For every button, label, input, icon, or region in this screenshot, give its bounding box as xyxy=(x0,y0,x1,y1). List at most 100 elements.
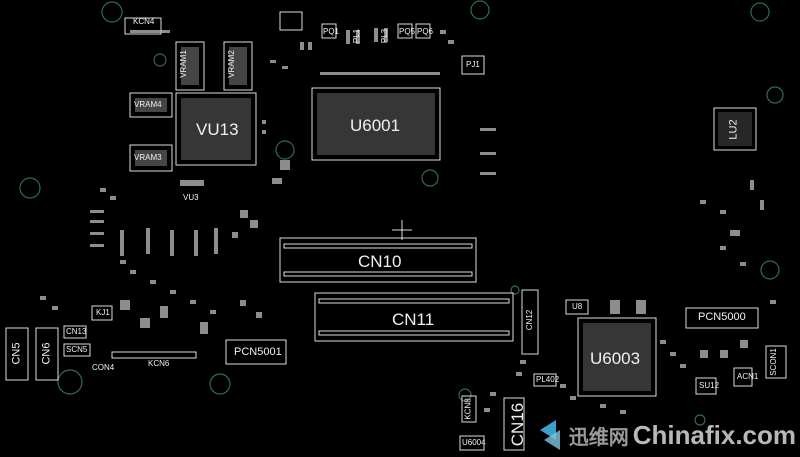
mount-hole xyxy=(421,169,439,187)
label-pl3: PL3 xyxy=(380,28,390,44)
label-vram1: VRAM1 xyxy=(178,50,188,78)
u6001-balls xyxy=(317,93,435,155)
mount-hole xyxy=(750,2,770,22)
vram2-balls xyxy=(229,47,247,85)
lu2-balls xyxy=(718,112,752,146)
pq6-outline xyxy=(415,23,431,39)
cn11-pins xyxy=(318,330,510,336)
scn5-outline xyxy=(63,343,91,357)
pcn5001-outline xyxy=(225,339,287,365)
label-pcn5000: PCN5000 xyxy=(698,311,746,323)
pq1-outline xyxy=(321,23,337,39)
u6001-outline xyxy=(311,87,441,161)
watermark: 迅维网 Chinafix.com xyxy=(569,420,796,451)
label-vram2: VRAM2 xyxy=(226,50,236,78)
label-u6004: U6004 xyxy=(462,438,486,447)
mount-hole xyxy=(153,53,167,67)
label-pj1: PJ1 xyxy=(466,60,480,69)
mount-hole xyxy=(470,0,490,20)
cn12-outline xyxy=(521,289,539,355)
pcn5000-outline xyxy=(685,307,759,329)
cn16-outline xyxy=(503,397,525,451)
label-cn6: CN6 xyxy=(40,342,53,365)
label-pq6: PQ6 xyxy=(417,27,434,36)
label-lu2: LU2 xyxy=(727,119,740,140)
mount-hole xyxy=(766,86,784,104)
mount-hole xyxy=(694,414,706,426)
vram4-balls xyxy=(135,98,167,112)
scon1-outline xyxy=(765,345,787,379)
mount-hole xyxy=(57,369,83,395)
kj1-outline xyxy=(91,305,113,321)
vram1-outline xyxy=(175,41,205,91)
mount-hole xyxy=(209,373,231,395)
kcn8-outline xyxy=(461,395,477,423)
vu13-balls xyxy=(181,98,251,160)
vram3-balls xyxy=(135,150,167,166)
label-cn16: CN16 xyxy=(508,402,528,447)
label-u6001: U6001 xyxy=(350,116,401,135)
label-acn1: ACN1 xyxy=(737,372,759,381)
kcn6-outline xyxy=(111,351,197,359)
u6004-outline xyxy=(459,435,485,451)
label-scon1: SCON1 xyxy=(768,348,778,376)
acn1-outline xyxy=(733,367,753,387)
cn13-outline xyxy=(63,325,87,339)
vram4-outline xyxy=(129,92,173,118)
mount-hole xyxy=(101,1,123,23)
label-pq5: PQ5 xyxy=(399,27,416,36)
vram3-outline xyxy=(129,144,173,172)
u8-outline xyxy=(565,299,589,315)
label-cn12: CN12 xyxy=(525,309,535,331)
watermark-logo-icon xyxy=(540,420,560,450)
top-ic-outline xyxy=(279,11,303,31)
label-pq1: PQ1 xyxy=(323,27,340,36)
cn6-outline xyxy=(35,327,59,381)
label-scn5: SCN5 xyxy=(66,345,88,354)
label-vu13: VU13 xyxy=(196,120,239,139)
watermark-cn-text: 迅维网 xyxy=(568,427,629,449)
label-kcn6: KCN6 xyxy=(148,359,170,368)
label-vu3: VU3 xyxy=(183,193,199,202)
pq5-outline xyxy=(397,23,413,39)
u6003-outline xyxy=(577,317,657,397)
su12-outline xyxy=(695,377,717,395)
label-u8: U8 xyxy=(572,302,583,311)
mount-hole xyxy=(510,285,520,295)
label-cn11: CN11 xyxy=(392,310,435,329)
cn10-outline xyxy=(279,237,477,283)
mount-hole xyxy=(458,388,472,402)
watermark-en-text: Chinafix.com xyxy=(632,420,796,450)
pl402-outline xyxy=(533,373,557,387)
label-pl1: PL1 xyxy=(352,28,362,44)
label-con4: CON4 xyxy=(92,363,115,372)
label-cn10: CN10 xyxy=(358,252,402,271)
label-pl402: PL402 xyxy=(536,375,560,384)
cn11-pins xyxy=(318,298,510,304)
crosshair xyxy=(392,220,412,240)
label-pcn5001: PCN5001 xyxy=(234,346,282,358)
mount-hole xyxy=(19,177,41,199)
cn10-pins xyxy=(283,271,473,277)
label-u6003: U6003 xyxy=(590,349,641,368)
mount-hole xyxy=(275,140,295,160)
label-kcn8: KCN8 xyxy=(463,398,473,420)
label-cn5: CN5 xyxy=(10,342,23,365)
label-kcn4: KCN4 xyxy=(133,17,155,26)
label-vram3: VRAM3 xyxy=(134,153,162,162)
cn11-outline xyxy=(314,292,514,342)
label-cn13: CN13 xyxy=(66,327,87,336)
kcn4-outline xyxy=(124,17,162,35)
pj1-outline xyxy=(461,55,485,75)
u6003-balls xyxy=(583,323,651,391)
cn10-pins xyxy=(283,243,473,249)
lu2-outline xyxy=(713,107,757,151)
cn5-outline xyxy=(5,327,29,381)
vram1-balls xyxy=(181,47,199,85)
label-kj1: KJ1 xyxy=(96,308,110,317)
mount-hole xyxy=(760,260,780,280)
label-vram4: VRAM4 xyxy=(134,100,162,109)
label-su12: SU12 xyxy=(699,381,720,390)
